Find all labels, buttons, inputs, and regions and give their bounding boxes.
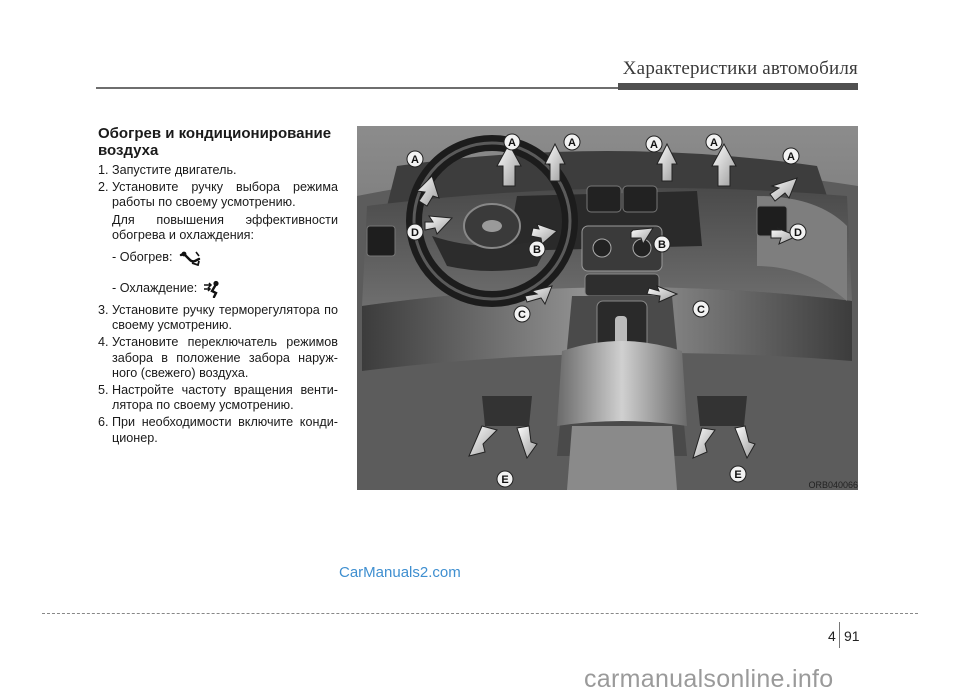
page-number-divider (839, 622, 840, 648)
vent-label-b: B (658, 239, 666, 251)
footer-rule (42, 613, 918, 614)
vent-label-b: B (533, 244, 541, 256)
vent-label-a: A (787, 151, 795, 163)
cooling-mode-row: - Охлаждение: (98, 278, 338, 300)
cooling-label: - Охлаждение: (112, 281, 198, 296)
vent-label-d: D (411, 227, 419, 239)
step-item: 1.Запустите двигатель. (98, 163, 338, 178)
vent-label-e: E (734, 469, 741, 481)
step-text: Запустите двигатель. (112, 163, 237, 177)
section-heading: Обогрев и кондиционирование воздуха (98, 125, 332, 159)
header-rule (96, 87, 618, 89)
figure-code: ORB040066 (808, 480, 858, 490)
step-text: Установите ручку терморегулятора по свое… (112, 303, 338, 333)
page-number: 91 (844, 628, 860, 644)
airflow-arrows (415, 142, 799, 460)
step-number: 2. (98, 180, 109, 195)
vent-label-a: A (411, 154, 419, 166)
step-number: 6. (98, 415, 109, 430)
heating-mode-row: - Обогрев: (98, 246, 338, 270)
vent-label-a: A (710, 137, 718, 149)
step-item: 6.При необходимости включите конди-ционе… (98, 415, 338, 445)
vent-label-c: C (518, 309, 526, 321)
step-number: 3. (98, 303, 109, 318)
face-vent-mode-icon (204, 280, 219, 299)
step-text: Установите ручку выбора режима работы по… (112, 180, 338, 210)
chapter-title: Характеристики автомобиля (622, 58, 858, 79)
vent-label-a: A (650, 139, 658, 151)
step-item: 4.Установите переключатель режимов забор… (98, 335, 338, 381)
floor-vent-mode-icon (179, 251, 200, 267)
vent-label-d: D (794, 227, 802, 239)
footer-brand: carmanualsonline.info (584, 665, 834, 693)
step-text: Настройте частоту вращения венти-лятора … (112, 383, 338, 413)
heating-label: - Обогрев: (112, 250, 173, 265)
step-item: 2.Установите ручку выбора режима работы … (98, 180, 338, 210)
dashboard-vents-illustration: A A A A A A D D B B C C E E (357, 126, 858, 490)
vent-label-a: A (508, 137, 516, 149)
header-rule-accent (618, 83, 858, 90)
vent-label-a: A (568, 137, 576, 149)
step-text: Установите переключатель режимов забора … (112, 335, 338, 380)
step-text: При необходимости включите конди-ционер. (112, 415, 338, 445)
section-number: 4 (828, 628, 836, 644)
efficiency-note: Для повышения эффективности обогрева и о… (112, 212, 338, 242)
vent-label-c: C (697, 304, 705, 316)
step-item: 3.Установите ручку терморегулятора по св… (98, 303, 338, 333)
dashboard-drawing: A A A A A A D D B B C C E E (357, 126, 858, 490)
step-number: 5. (98, 383, 109, 398)
vent-labels: A A A A A A D D B B C C E E (406, 133, 807, 488)
watermark-link[interactable]: CarManuals2.com (339, 564, 461, 581)
instructions-column: Обогрев и кондиционирование воздуха 1.За… (98, 125, 338, 448)
step-number: 1. (98, 163, 109, 177)
step-number: 4. (98, 335, 109, 350)
vent-label-e: E (501, 474, 508, 486)
step-item: 5.Настройте частоту вращения венти-лятор… (98, 383, 338, 413)
